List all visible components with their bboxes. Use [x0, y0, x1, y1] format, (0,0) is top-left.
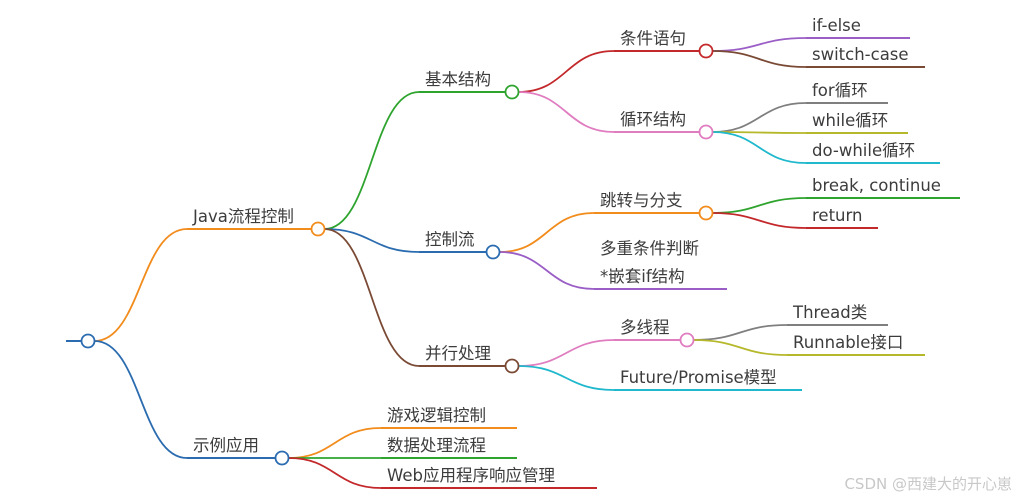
node-label-0-0-0: 条件语句 [620, 29, 686, 48]
edge-0-1-0 [499, 212, 595, 253]
node-label-line: while循环 [812, 111, 888, 130]
node-label-0-0-1-1: while循环 [812, 111, 888, 130]
node-label-0-2-0-0: Thread类 [792, 303, 867, 322]
node-circle-0[interactable] [310, 221, 326, 237]
node-label-line: do-while循环 [812, 141, 915, 160]
node-label-line: switch-case [812, 45, 909, 64]
node-label-line: Runnable接口 [793, 333, 903, 352]
node-label-1: 示例应用 [193, 436, 259, 455]
node-label-0-2-0-1: Runnable接口 [793, 333, 903, 352]
node-label-1-1: 数据处理流程 [387, 436, 486, 455]
node-label-line: for循环 [812, 81, 868, 100]
edge-0-1-0-1 [712, 212, 807, 229]
node-circle-0-0[interactable] [504, 84, 520, 100]
node-label-0-0-1: 循环结构 [620, 110, 686, 129]
node-label-0-1-1: 多重条件判断 *嵌套if结构 [600, 239, 699, 286]
node-label-line: 并行处理 [425, 344, 491, 363]
node-label-0-0-1-2: do-while循环 [812, 141, 915, 160]
node-label-0: Java流程控制 [192, 207, 294, 226]
node-circle-0-0-0[interactable] [698, 43, 714, 59]
node-label-line: 数据处理流程 [387, 436, 486, 455]
node-label-line: Web应用程序响应管理 [387, 466, 555, 485]
node-label-line: 基本结构 [425, 70, 491, 89]
watermark-text: CSDN @西建大的开心崽 [844, 475, 1012, 493]
edge-0-0-0-0 [712, 37, 807, 52]
node-label-line: *嵌套if结构 [600, 267, 685, 286]
node-circle-0-1-0[interactable] [698, 205, 714, 221]
node-label-0-1: 控制流 [425, 230, 475, 249]
node-label-1-2: Web应用程序响应管理 [387, 466, 555, 485]
node-circle-0-2-0[interactable] [679, 332, 695, 348]
edge-0-0-0 [518, 50, 615, 93]
edge-0-0 [324, 91, 420, 230]
root-node-circle[interactable] [80, 333, 96, 349]
node-label-line: 条件语句 [620, 29, 686, 48]
node-label-1-0: 游戏逻辑控制 [387, 406, 486, 425]
edge-0-0-1-2 [712, 131, 807, 164]
node-label-line: Thread类 [792, 303, 867, 322]
node-label-line: 跳转与分支 [600, 191, 683, 210]
node-label-0-1-0-0: break, continue [812, 176, 941, 195]
node-circle-0-1[interactable] [485, 244, 501, 260]
node-circle-0-0-1[interactable] [698, 124, 714, 140]
node-circle-0-2[interactable] [504, 358, 520, 374]
edge-0 [94, 228, 188, 342]
node-label-0-0: 基本结构 [425, 70, 491, 89]
node-label-0-0-1-0: for循环 [812, 81, 868, 100]
node-label-line: Java流程控制 [192, 207, 294, 226]
edge-1 [94, 340, 188, 459]
node-circle-1[interactable] [274, 450, 290, 466]
edge-0-2-0-1 [693, 339, 788, 356]
node-label-line: 多重条件判断 [600, 239, 699, 258]
node-label-0-0-0-0: if-else [812, 16, 861, 35]
node-label-line: 示例应用 [193, 436, 259, 455]
node-label-line: if-else [812, 16, 861, 35]
node-label-0-1-0: 跳转与分支 [600, 191, 683, 210]
edge-0-0-1-0 [712, 102, 807, 133]
edge-0-2-0-0 [693, 324, 788, 341]
edge-1-2 [288, 457, 382, 489]
node-label-0-1-0-1: return [812, 206, 862, 225]
edge-0-0-1 [518, 91, 615, 133]
node-label-0-2: 并行处理 [425, 344, 491, 363]
edge-0-2 [324, 228, 420, 367]
edge-0-0-0-1 [712, 50, 807, 68]
edge-0-2-1 [518, 365, 615, 391]
node-label-line: 循环结构 [620, 110, 686, 129]
node-label-line: break, continue [812, 176, 941, 195]
node-label-line: Future/Promise模型 [620, 368, 777, 387]
node-label-0-2-1: Future/Promise模型 [620, 368, 777, 387]
edge-0-1-0-0 [712, 197, 807, 214]
mindmap-nodes: Java流程控制 基本结构 条件语句 if-else switch-case 循环结构 fo… [80, 16, 941, 485]
edge-0-1 [324, 228, 420, 253]
node-label-line: 多线程 [620, 318, 670, 337]
node-label-0-2-0: 多线程 [620, 318, 670, 337]
node-label-line: return [812, 206, 862, 225]
edge-0-1-1 [499, 251, 595, 290]
node-label-line: 控制流 [425, 230, 475, 249]
edge-0-2-0 [518, 339, 615, 367]
node-label-line: 游戏逻辑控制 [387, 406, 486, 425]
node-label-0-0-0-1: switch-case [812, 45, 909, 64]
mindmap-edges [66, 37, 960, 489]
edge-1-0 [288, 427, 382, 459]
